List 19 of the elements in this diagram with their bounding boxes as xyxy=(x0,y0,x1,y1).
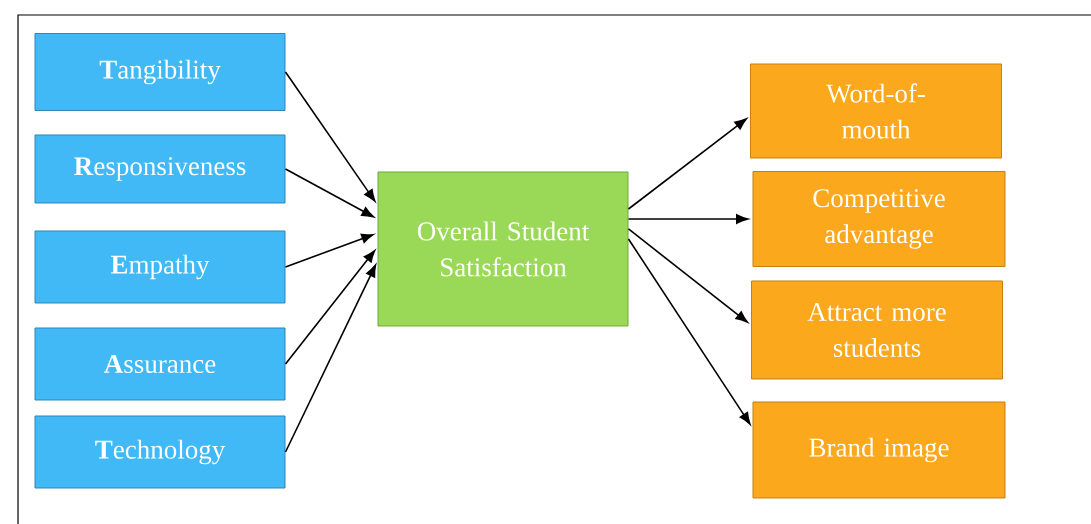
factor-box: Technology xyxy=(34,415,286,489)
arrow xyxy=(284,250,376,365)
arrow xyxy=(284,71,376,202)
arrow xyxy=(284,168,375,218)
outcome-box: Word-of-mouth xyxy=(750,63,1002,159)
outcome-box: Attract more students xyxy=(751,280,1003,380)
outcome-box: Competitive advantage xyxy=(752,171,1006,267)
satisfaction-box: Overall Student Satisfaction xyxy=(377,171,629,327)
arrow xyxy=(284,233,374,268)
arrow xyxy=(627,214,749,224)
factor-box: Responsiveness xyxy=(34,134,286,204)
arrow xyxy=(627,228,748,323)
arrow xyxy=(627,118,747,210)
factor-box: Tangibility xyxy=(34,33,286,111)
arrow xyxy=(627,238,751,425)
outcome-box: Brand image xyxy=(752,401,1006,499)
factor-box: Empathy xyxy=(34,230,286,304)
arrow xyxy=(284,264,377,453)
factor-box: Assurance xyxy=(34,327,286,401)
